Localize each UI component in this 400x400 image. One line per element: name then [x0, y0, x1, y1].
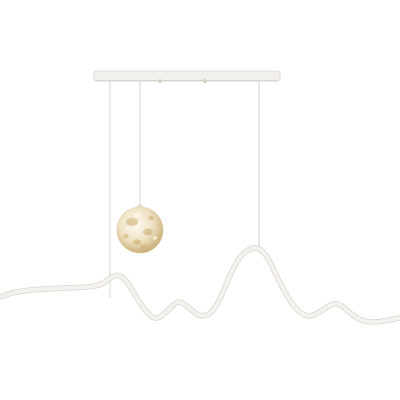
suspension-wires [109, 81, 260, 298]
wavy-light-tube [0, 245, 400, 325]
moon-globe-icon [116, 204, 164, 254]
ceiling-canopy [93, 70, 281, 83]
